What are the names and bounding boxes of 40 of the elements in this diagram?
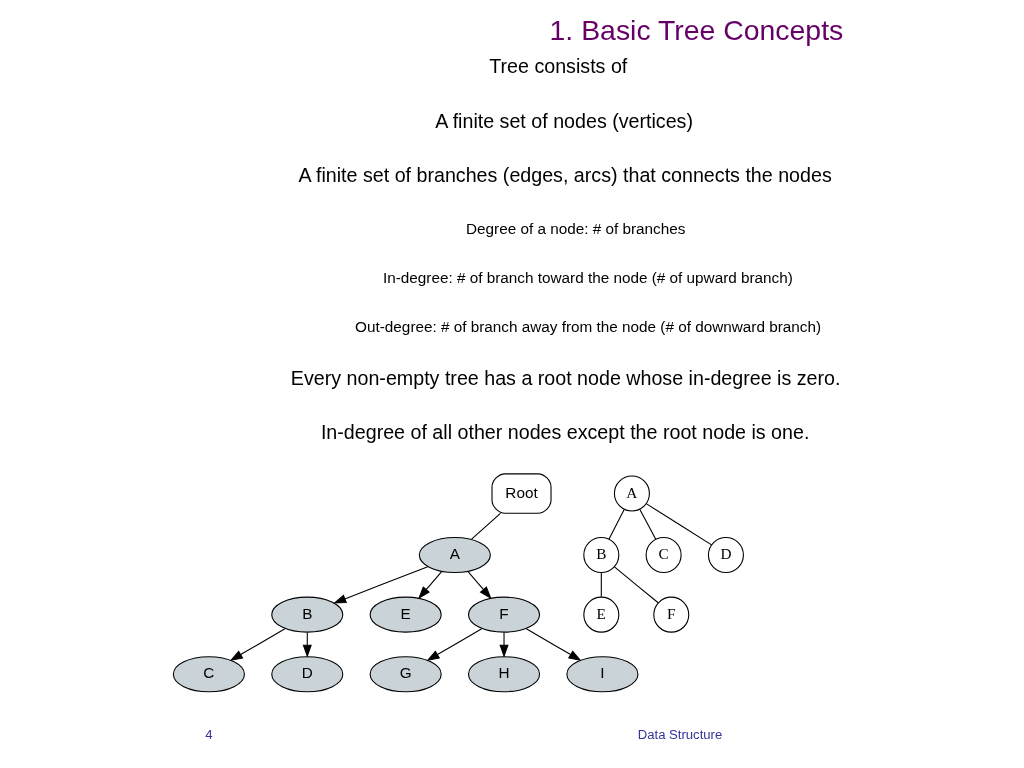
label: Data Structure (637, 727, 722, 743)
arrow (332, 566, 428, 604)
node-ellipse: H (467, 656, 540, 693)
node-ellipse: E (369, 596, 442, 633)
node-ellipse: G (369, 656, 442, 693)
label: Degree of a node: # of branches (465, 219, 685, 237)
arrow (229, 628, 285, 661)
arrow (425, 628, 482, 661)
node-ellipse: D (270, 656, 343, 693)
node-ellipse: F (467, 596, 540, 633)
arrow (467, 571, 492, 600)
diagram-title: 1. Basic Tree Concepts (549, 13, 843, 46)
node-ellipse: B (270, 596, 343, 633)
arrow (498, 632, 509, 658)
node-circle: E (582, 596, 619, 633)
label: Tree consists of (488, 55, 627, 78)
node-ellipse: I (565, 656, 638, 693)
label: A finite set of branches (edges, arcs) that connects the nodes (298, 164, 832, 187)
arrow (417, 571, 442, 600)
connector (638, 508, 656, 540)
node-circle: C (645, 537, 682, 574)
node-circle: B (582, 537, 619, 574)
connector (645, 503, 712, 546)
connector (470, 512, 501, 540)
connector (613, 566, 659, 604)
node-circle: F (652, 596, 689, 633)
label: Every non-empty tree has a root node whose in-degree is zero. (290, 366, 840, 389)
label: In-degree: # of branch toward the node (# of upward branch) (382, 268, 793, 286)
arrow (525, 628, 582, 661)
node-ellipse: A (418, 536, 491, 574)
node-ellipse: C (172, 656, 245, 693)
connector (607, 509, 625, 540)
label: In-degree of all other nodes except the root node is one. (320, 421, 809, 444)
node-box: Root (490, 473, 552, 514)
label: A finite set of nodes (vertices) (434, 109, 693, 132)
label: 4 (204, 727, 213, 743)
node-circle: A (613, 475, 650, 512)
connector (600, 572, 602, 598)
node-circle: D (707, 537, 744, 574)
label: Out-degree: # of branch away from the node (# of downward branch) (354, 317, 821, 335)
